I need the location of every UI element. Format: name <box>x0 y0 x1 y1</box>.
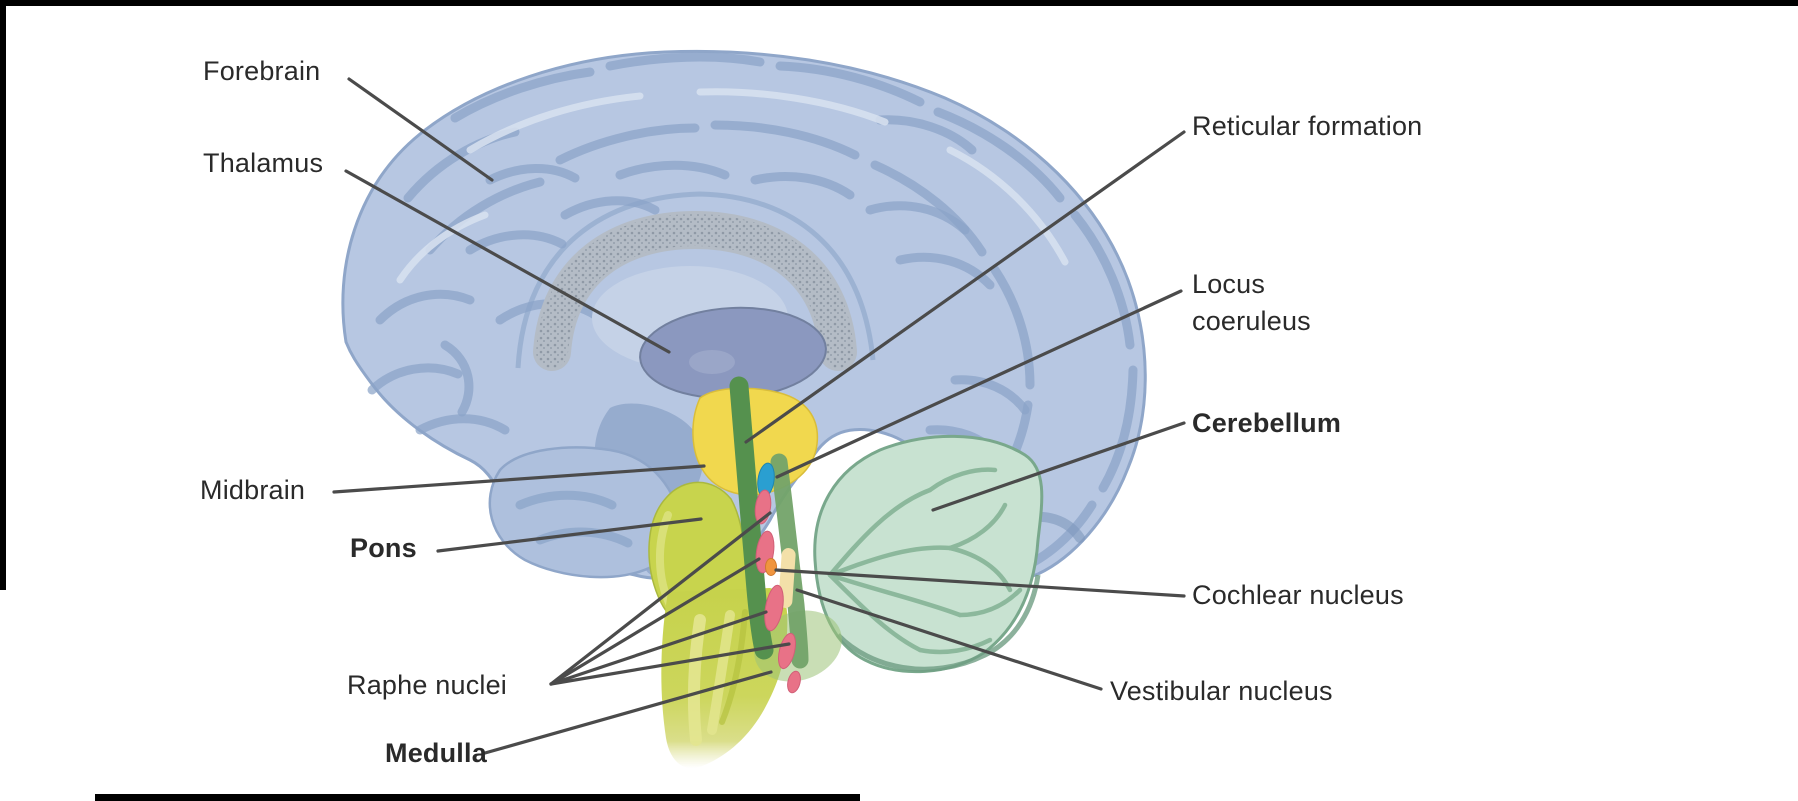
label-midbrain: Midbrain <box>200 475 306 505</box>
leader-line-cochlear-nucleus <box>774 568 1186 598</box>
leader-line-midbrain <box>332 464 706 494</box>
reticular-formation-strip <box>729 376 774 660</box>
label-pons: Pons <box>350 533 417 563</box>
leader-line-raphe-1 <box>549 511 772 686</box>
leader-line-reticular-formation <box>744 130 1186 444</box>
leader-line-cerebellum <box>931 421 1186 512</box>
leader-line-forebrain <box>347 77 494 182</box>
frame-border-bottom <box>95 794 860 801</box>
label-medulla: Medulla <box>385 738 487 768</box>
label-reticular-formation: Reticular formation <box>1192 111 1423 141</box>
leader-line-thalamus <box>344 169 671 354</box>
frame-border-left <box>0 0 6 590</box>
frame-border-top <box>0 0 1798 6</box>
cerebellum-shape <box>813 434 1044 674</box>
label-forebrain: Forebrain <box>203 56 321 86</box>
corpus-callosum <box>533 210 857 371</box>
raphe-nuclei-group <box>754 489 801 694</box>
cortex-sulci <box>367 52 1138 577</box>
thalamus-shape <box>639 306 827 400</box>
cerebellar-peduncle-band <box>770 453 809 669</box>
leader-line-raphe-2 <box>549 557 761 686</box>
leader-line-raphe-3 <box>549 610 768 686</box>
leader-line-medulla <box>483 670 773 755</box>
label-cerebellum: Cerebellum <box>1192 408 1342 438</box>
label-cochlear-nucleus: Cochlear nucleus <box>1192 580 1404 610</box>
label-locus-coeruleus: Locus coeruleus <box>1192 269 1311 336</box>
leader-line-vestibular-nucleus <box>795 588 1103 691</box>
cingulate-contour <box>515 191 876 369</box>
leader-line-raphe-4 <box>549 642 791 686</box>
arbor-vitae <box>827 467 1023 655</box>
leader-lines <box>332 77 1186 755</box>
label-thalamus: Thalamus <box>203 148 324 178</box>
leader-line-pons <box>436 517 703 553</box>
leader-line-locus-coeruleus <box>775 289 1183 479</box>
label-raphe-nuclei: Raphe nuclei <box>347 670 508 700</box>
label-vestibular-nucleus: Vestibular nucleus <box>1110 676 1333 706</box>
cerebellum-lower-edge <box>836 574 1041 672</box>
cochlear-nucleus-dot <box>765 558 777 576</box>
